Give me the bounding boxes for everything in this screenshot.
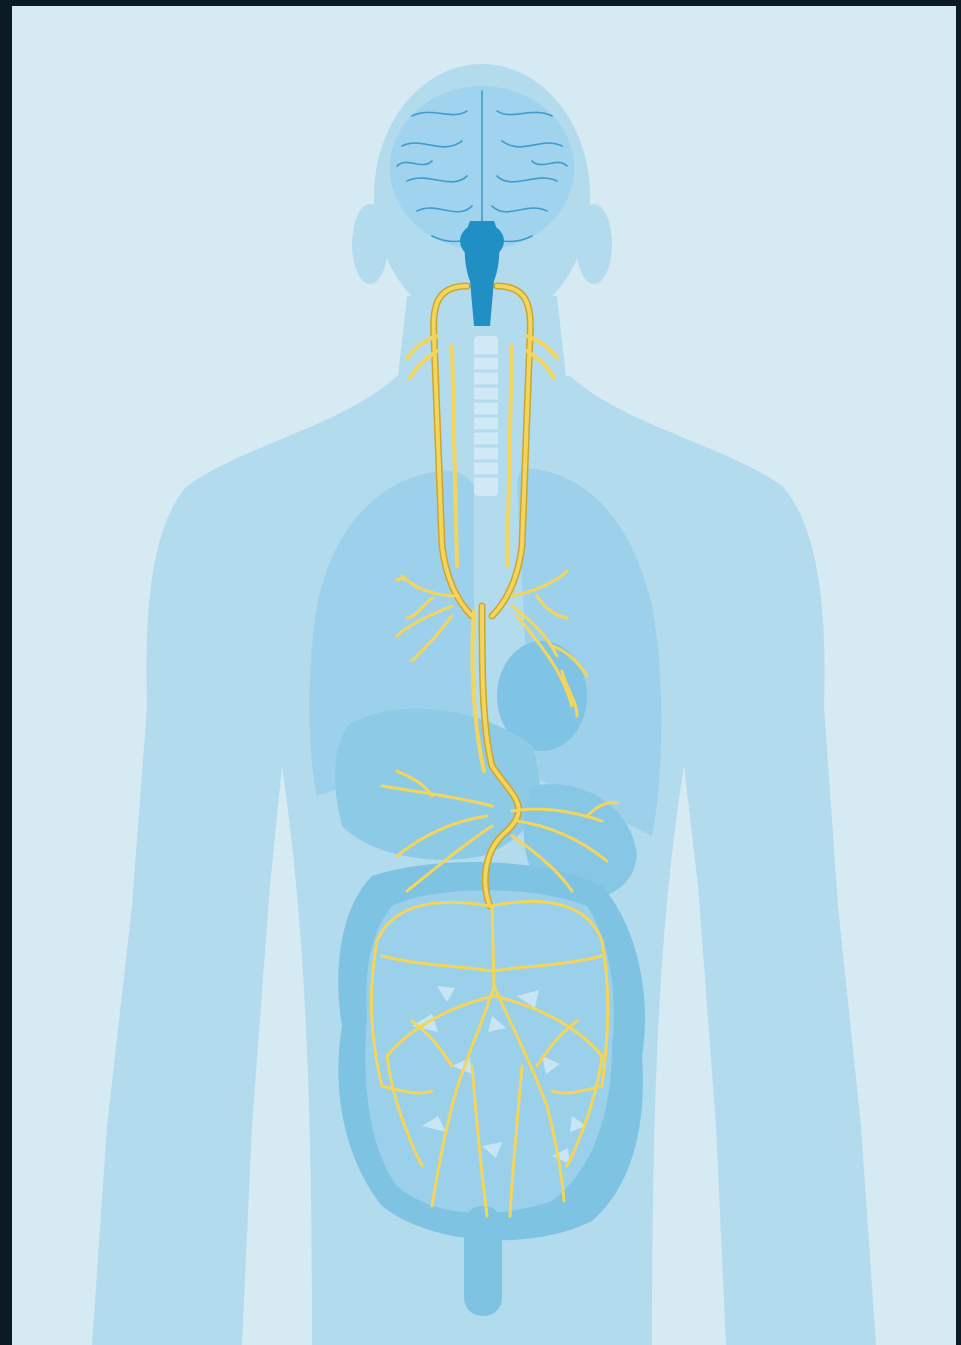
vagus-nerve-illustration xyxy=(12,6,956,1345)
illustration-panel xyxy=(12,6,956,1345)
spine xyxy=(474,336,498,496)
